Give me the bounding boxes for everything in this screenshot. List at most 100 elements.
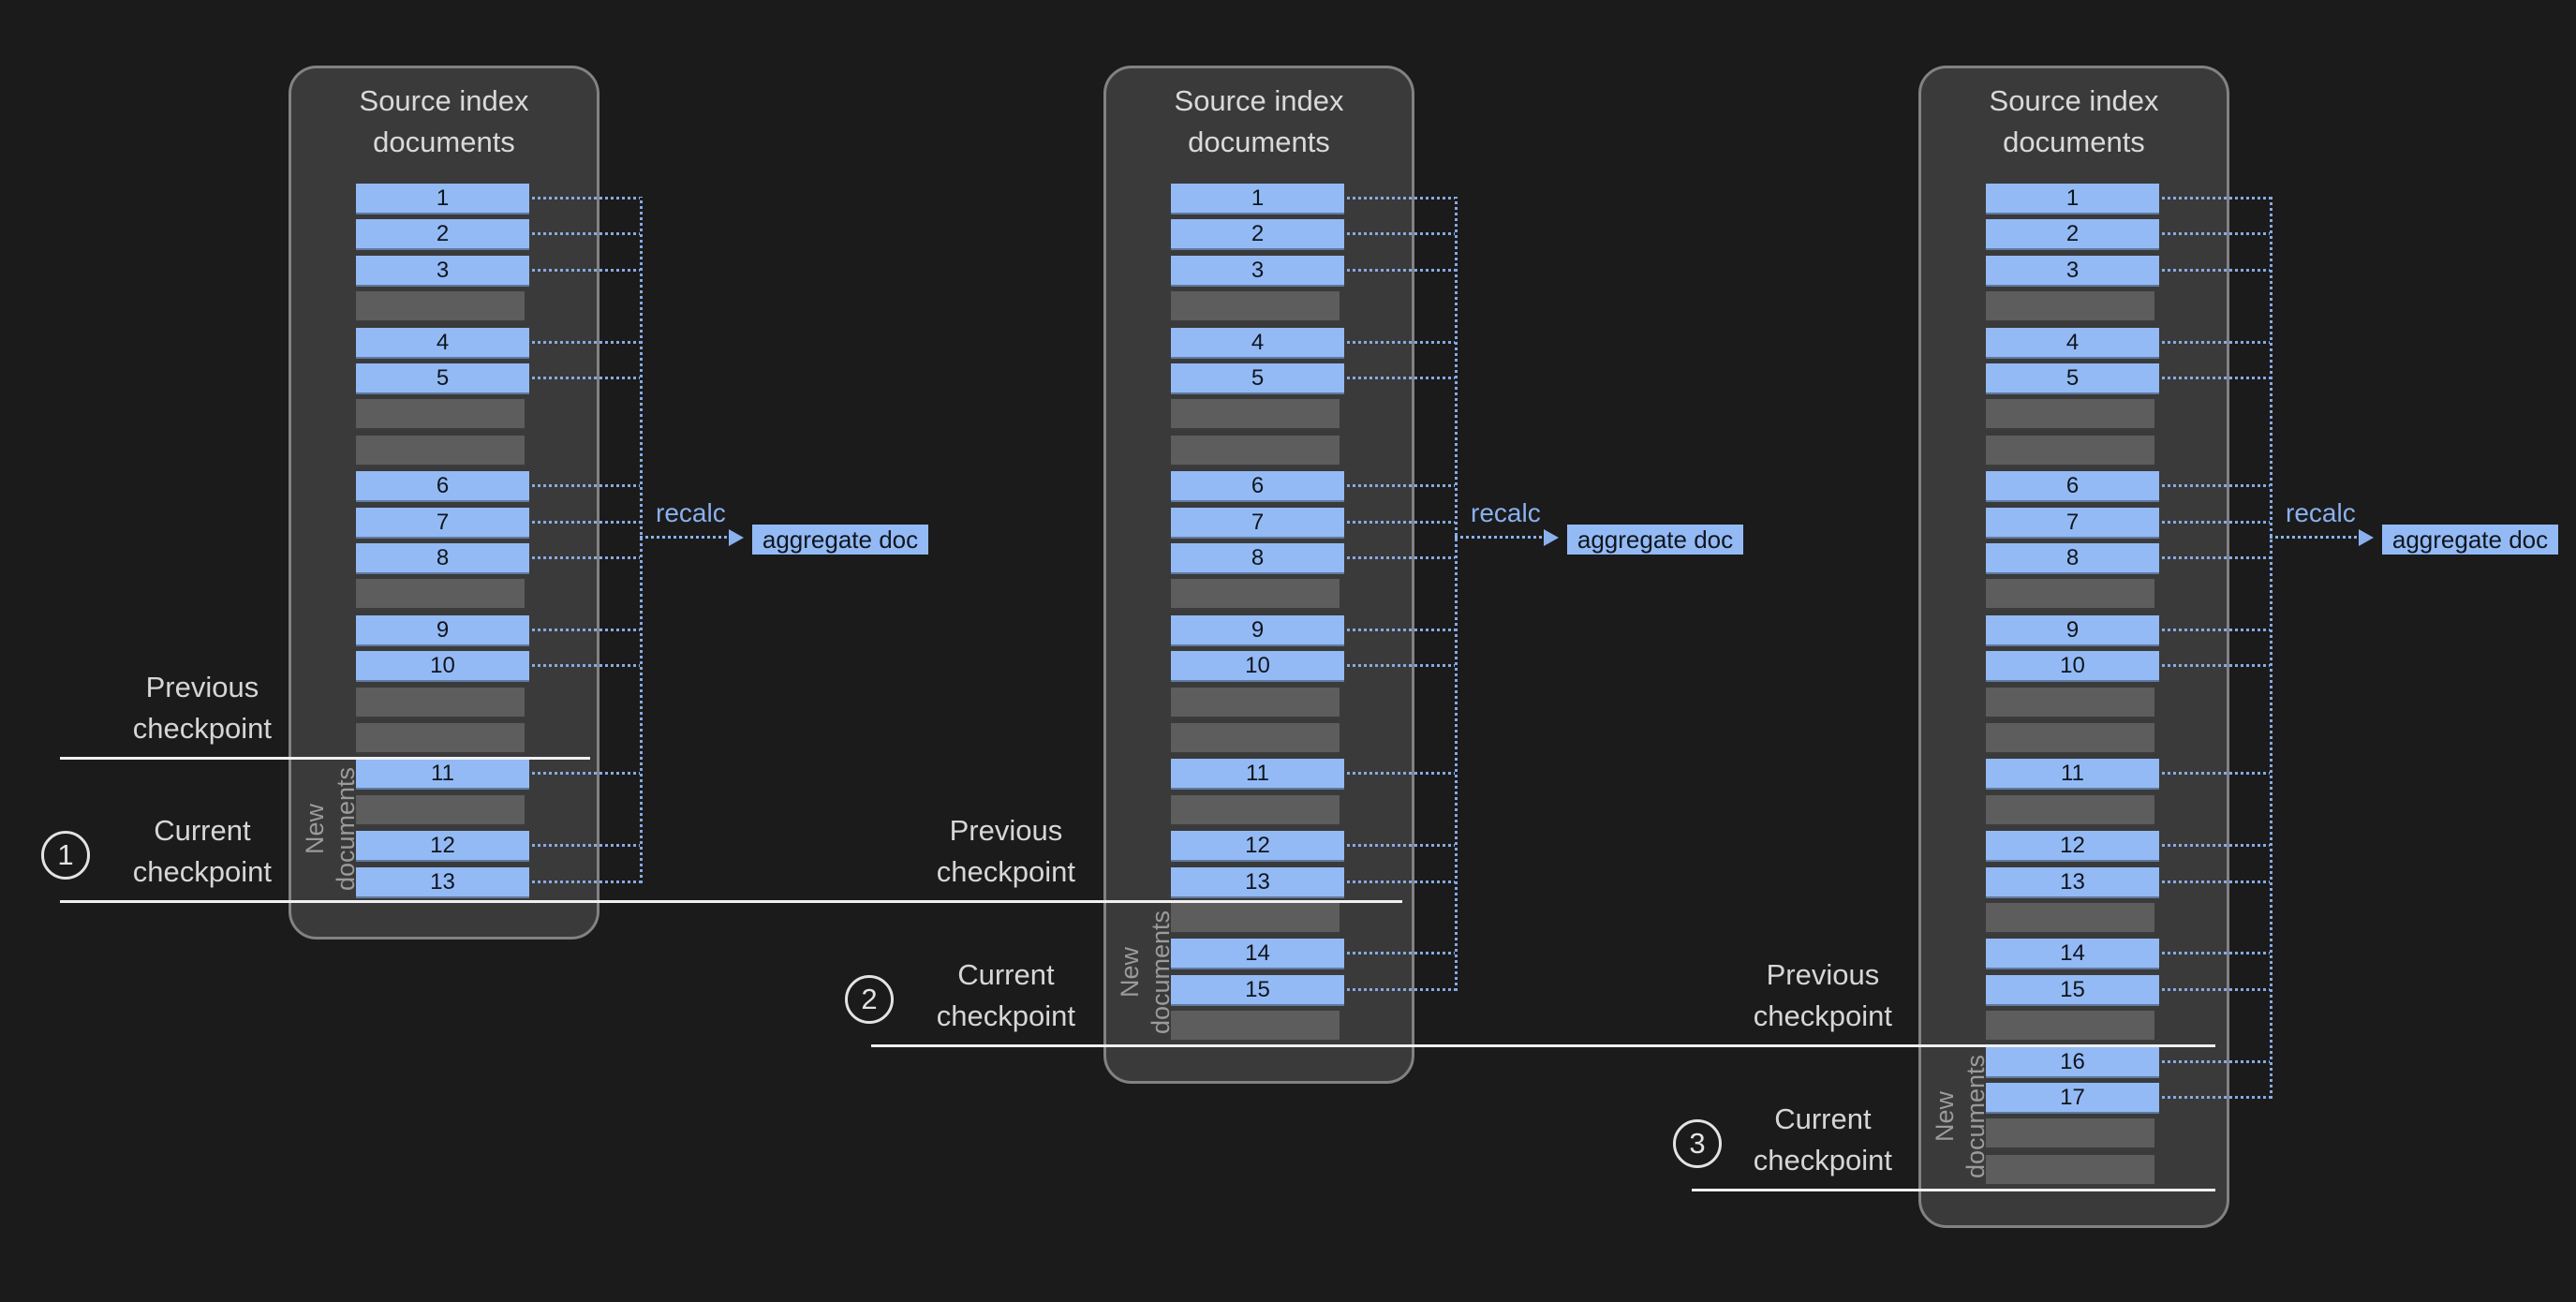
document-bar: 3	[1171, 256, 1344, 287]
doc-connector-line	[2162, 1096, 2270, 1099]
current-checkpoint-label: Current checkpoint	[937, 954, 1075, 1037]
checkpoint-number-badge: 3	[1673, 1119, 1722, 1168]
document-bar: 11	[1171, 759, 1344, 790]
document-bar: 7	[1171, 508, 1344, 539]
document-number: 9	[1251, 617, 1265, 643]
document-number: 7	[1251, 510, 1265, 535]
document-bar: 12	[1171, 831, 1344, 862]
document-number: 11	[431, 761, 454, 786]
current-checkpoint-line2: checkpoint	[132, 855, 272, 888]
document-number: 2	[2065, 221, 2080, 246]
aggregate-doc-box: aggregate doc	[752, 525, 928, 555]
doc-connector-line	[532, 629, 640, 631]
doc-connector-line	[532, 232, 640, 235]
doc-connector-line	[1347, 521, 1455, 524]
doc-connector-line	[2162, 1060, 2270, 1063]
document-bar: 5	[356, 363, 529, 394]
empty-slot-bar	[1171, 903, 1340, 934]
document-number: 12	[2060, 833, 2085, 858]
empty-slot-bar	[1171, 723, 1340, 754]
document-bar: 6	[1171, 471, 1344, 502]
document-bar: 14	[1171, 939, 1344, 969]
doc-connector-line	[1347, 844, 1455, 847]
document-bar: 4	[356, 328, 529, 359]
document-bar: 1	[356, 184, 529, 215]
recalc-label: recalc	[1471, 498, 1541, 527]
document-bar: 7	[356, 508, 529, 539]
document-bar: 9	[1986, 615, 2159, 646]
document-bar: 13	[356, 867, 529, 898]
document-bar: 12	[356, 831, 529, 862]
empty-slot-bar	[1986, 795, 2154, 826]
document-number: 15	[2060, 977, 2085, 1002]
document-number: 12	[430, 833, 455, 858]
recalc-arrow-line	[640, 536, 729, 539]
checkpoint-number-badge: 2	[845, 975, 894, 1024]
panel-title-line: Source index	[1174, 84, 1344, 117]
document-number: 7	[436, 510, 450, 535]
doc-connector-line	[1347, 269, 1455, 272]
current-checkpoint-line2: checkpoint	[936, 999, 1075, 1032]
document-number: 1	[436, 185, 450, 211]
doc-connector-line	[2162, 772, 2270, 775]
doc-connector-line	[1347, 629, 1455, 631]
document-bar: 2	[1986, 219, 2159, 250]
document-number: 2	[1251, 221, 1265, 246]
doc-connector-line	[2162, 377, 2270, 379]
doc-connector-line	[532, 880, 640, 883]
doc-connector-line	[2162, 988, 2270, 991]
document-number: 14	[2060, 940, 2085, 966]
doc-connector-line	[532, 269, 640, 272]
document-number: 7	[2065, 510, 2080, 535]
empty-slot-bar	[1986, 723, 2154, 754]
document-number: 14	[1245, 940, 1270, 966]
empty-slot-bar	[356, 688, 525, 718]
doc-connector-line	[1347, 988, 1455, 991]
previous-checkpoint-line1: Previous	[145, 671, 259, 703]
document-bar: 6	[1986, 471, 2159, 502]
empty-slot-bar	[356, 579, 525, 610]
empty-slot-bar	[1986, 291, 2154, 322]
document-bar: 2	[1171, 219, 1344, 250]
document-bar: 11	[356, 759, 529, 790]
doc-connector-line	[532, 521, 640, 524]
document-number: 10	[2060, 653, 2085, 678]
document-number: 13	[430, 869, 455, 895]
checkpoint-line	[60, 900, 1402, 903]
doc-connector-line	[532, 341, 640, 344]
document-bar: 5	[1986, 363, 2159, 394]
recalc-arrow-line	[2270, 536, 2359, 539]
empty-slot-bar	[1986, 436, 2154, 466]
doc-connector-line	[2162, 341, 2270, 344]
doc-connector-line	[532, 664, 640, 667]
recalc-arrowhead-icon	[1544, 529, 1559, 546]
document-number: 1	[2065, 185, 2080, 211]
doc-connector-line	[1347, 232, 1455, 235]
empty-slot-bar	[1171, 579, 1340, 610]
recalc-arrow-line	[1455, 536, 1544, 539]
document-number: 2	[436, 221, 450, 246]
document-bar: 15	[1171, 975, 1344, 1006]
current-checkpoint-line2: checkpoint	[1753, 1144, 1892, 1176]
document-number: 12	[1245, 833, 1270, 858]
panel-title-line: documents	[1188, 126, 1330, 158]
document-bar: 17	[1986, 1083, 2159, 1114]
empty-slot-bar	[1171, 795, 1340, 826]
doc-connector-line	[2162, 629, 2270, 631]
new-documents-line: New	[1931, 1090, 1959, 1143]
document-bar: 3	[1986, 256, 2159, 287]
doc-connector-line	[2162, 556, 2270, 559]
current-checkpoint-line1: Current	[957, 958, 1055, 991]
empty-slot-bar	[1171, 688, 1340, 718]
document-bar: 1	[1171, 184, 1344, 215]
document-bar: 4	[1171, 328, 1344, 359]
doc-connector-line	[2162, 844, 2270, 847]
empty-slot-bar	[1986, 1155, 2154, 1186]
new-documents-line: documents	[332, 766, 360, 892]
document-bar: 12	[1986, 831, 2159, 862]
new-documents-line: documents	[1147, 910, 1175, 1035]
empty-slot-bar	[1986, 903, 2154, 934]
